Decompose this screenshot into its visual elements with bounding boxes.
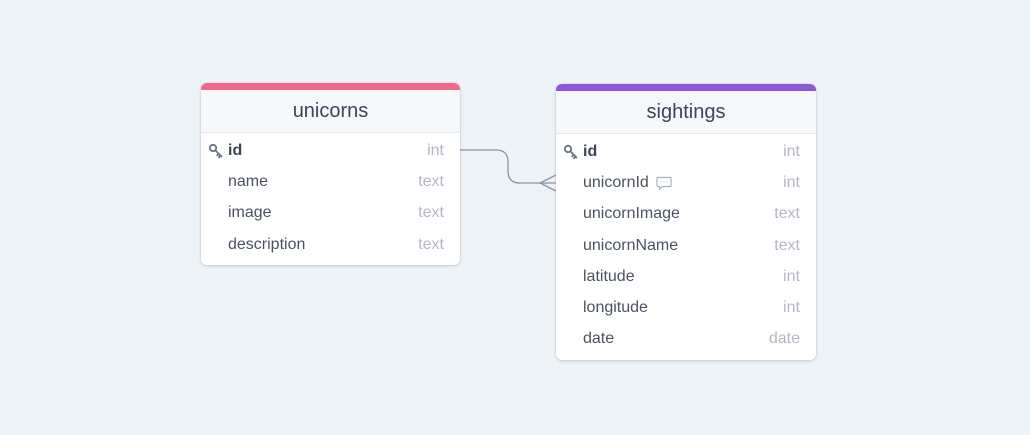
field-row-unicornImage[interactable]: unicornImage text xyxy=(556,199,816,230)
table-sightings[interactable]: sightings id int unicornId xyxy=(556,84,816,361)
field-name: name xyxy=(228,172,269,190)
field-name: id xyxy=(228,141,243,159)
field-type: int xyxy=(427,141,444,159)
field-name: unicornId xyxy=(583,173,649,191)
table-title[interactable]: unicorns xyxy=(201,90,460,133)
key-icon xyxy=(563,144,583,160)
field-row-unicornId[interactable]: unicornId int xyxy=(556,167,816,198)
field-row-description[interactable]: description text xyxy=(201,229,460,260)
field-row-unicornName[interactable]: unicornName text xyxy=(556,230,816,261)
field-name: description xyxy=(228,235,306,253)
field-type: text xyxy=(418,172,444,190)
field-type: date xyxy=(768,330,800,348)
field-row-name[interactable]: name text xyxy=(201,166,460,197)
table-accent-bar xyxy=(201,83,460,90)
field-type: int xyxy=(783,142,800,160)
field-name: id xyxy=(583,142,598,160)
field-type: text xyxy=(774,205,800,223)
field-list: id int unicornId int uni xyxy=(556,134,816,360)
field-row-date[interactable]: date date xyxy=(556,324,816,355)
table-accent-bar xyxy=(556,84,816,91)
field-name: latitude xyxy=(583,267,635,285)
field-type: text xyxy=(774,236,800,254)
field-row-image[interactable]: image text xyxy=(201,198,460,229)
table-title[interactable]: sightings xyxy=(556,91,816,134)
field-name-with-note: unicornId xyxy=(583,174,783,192)
field-name: date xyxy=(583,330,615,348)
field-name: longitude xyxy=(583,299,648,317)
field-type: int xyxy=(783,267,800,285)
field-name: unicornImage xyxy=(583,205,680,223)
relationship-line xyxy=(460,149,556,184)
field-type: text xyxy=(418,235,444,253)
field-row-id[interactable]: id int xyxy=(201,135,460,166)
field-row-longitude[interactable]: longitude int xyxy=(556,292,816,323)
field-row-id[interactable]: id int xyxy=(556,136,816,167)
field-type: text xyxy=(418,204,444,222)
crows-foot-many-icon xyxy=(538,174,557,192)
field-list: id int name text image text description … xyxy=(201,133,460,265)
field-name: image xyxy=(228,204,272,222)
field-row-latitude[interactable]: latitude int xyxy=(556,261,816,292)
field-name: unicornName xyxy=(583,236,679,254)
field-type: int xyxy=(783,173,800,191)
table-unicorns[interactable]: unicorns id int name text image xyxy=(201,83,460,266)
field-type: int xyxy=(783,299,800,317)
comment-icon[interactable] xyxy=(656,176,672,190)
key-icon xyxy=(208,143,228,159)
